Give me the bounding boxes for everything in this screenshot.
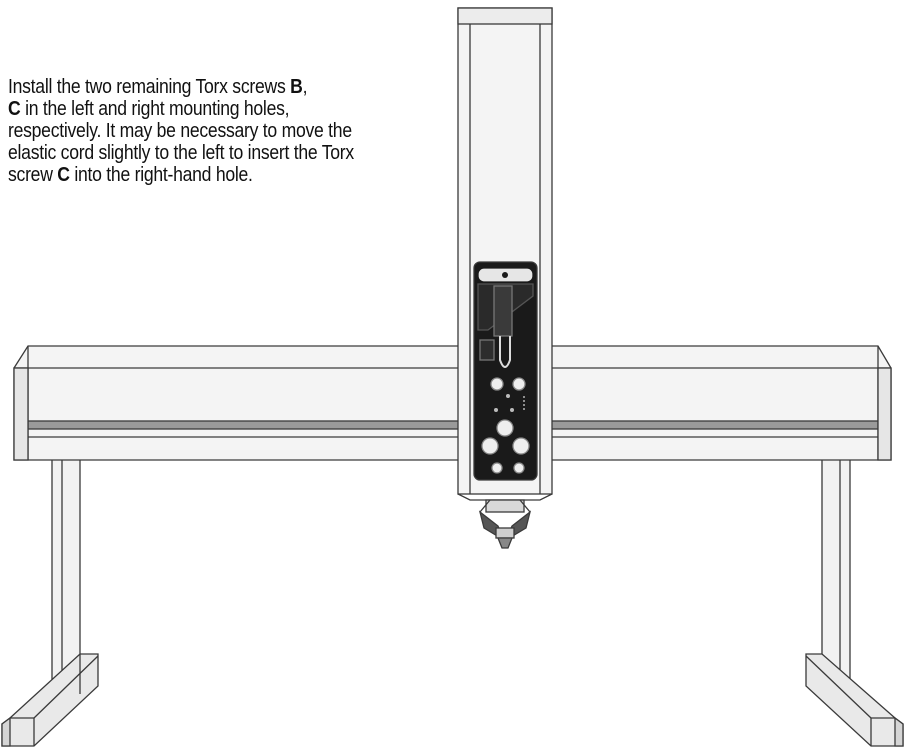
mounting-hole-left [481,437,499,455]
rail-stripe [27,420,879,430]
gripper-head [478,499,532,549]
screw-label-b: B [290,76,303,98]
right-leg [805,453,904,747]
instruction-text: Install the two remaining Torx screws B,… [8,76,360,186]
screw-label-c: C [8,98,21,120]
mounting-hole-center [496,419,514,437]
mounting-hole-right [512,437,530,455]
instruction-part-2: , [302,76,308,98]
horizontal-rail [13,345,892,461]
mounting-hole-right-top [512,377,526,391]
screw-label-c-2: C [57,164,70,186]
instruction-part-1: Install the two remaining Torx screws [8,76,291,98]
instruction-part-4: into the right-hand hole. [69,164,253,186]
mounting-hole-left-top [490,377,504,391]
instruction-part-3: in the left and right mounting holes, re… [8,98,354,186]
carriage-window [473,261,538,481]
left-leg [1,453,99,747]
